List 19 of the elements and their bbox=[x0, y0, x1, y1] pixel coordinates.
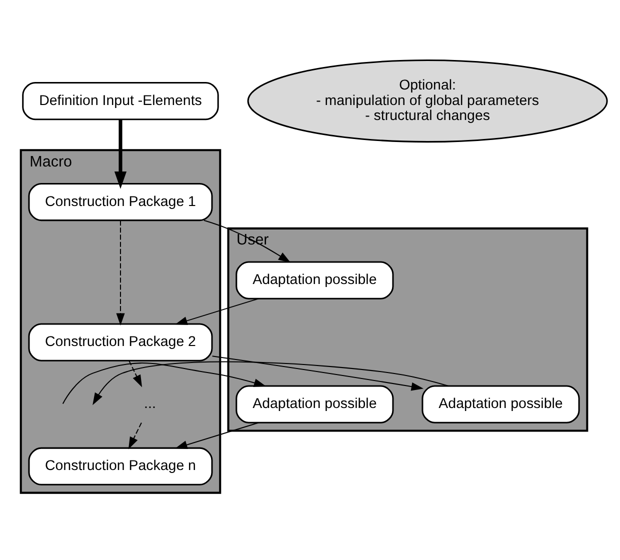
arrow bbox=[212, 355, 424, 390]
node-box: Adaptation possible bbox=[236, 260, 394, 299]
node-box: Construction Package 2 bbox=[28, 322, 213, 361]
arrow bbox=[116, 220, 125, 325]
node-box: Construction Package 1 bbox=[28, 182, 213, 221]
node-ellipse: Optional: - manipulation of global parameters - structural changes bbox=[247, 59, 608, 142]
node-box: Adaptation possible bbox=[236, 384, 394, 423]
arrow bbox=[175, 298, 259, 324]
arrow bbox=[204, 219, 291, 262]
node-text: ... bbox=[144, 396, 156, 412]
arrow bbox=[175, 422, 259, 448]
arrow bbox=[62, 362, 266, 404]
node-box: Construction Package n bbox=[28, 446, 213, 485]
node-box: Definition Input -Elements bbox=[22, 81, 219, 120]
arrow bbox=[114, 119, 127, 188]
arrow bbox=[92, 360, 449, 405]
arrow bbox=[128, 360, 142, 387]
arrow bbox=[128, 422, 142, 449]
node-box: Adaptation possible bbox=[422, 384, 580, 423]
